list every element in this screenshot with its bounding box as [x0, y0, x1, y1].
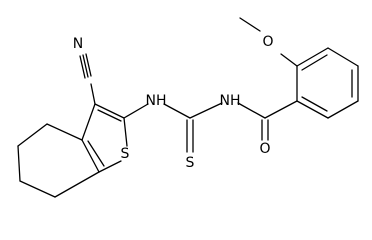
atom-labels: N NH NH S S O O: [73, 34, 274, 171]
thiophene-c2-s-bond: [123, 117, 128, 147]
bond-lines: [17, 17, 359, 198]
methoxy-o-label: O: [262, 34, 273, 50]
thiophene-c3-c2-double: [97, 109, 122, 122]
methoxy-o-to-methyl-bond: [239, 17, 261, 32]
nh2-to-carbonyl-bond: [237, 102, 266, 119]
chemical-structure: N NH NH S S O O: [17, 17, 359, 198]
thiophene-c7a-c3a-bond: [81, 139, 100, 173]
benzene-bond-2: [296, 47, 329, 67]
benzene-bond-5: [327, 100, 359, 119]
thiocarbonyl-to-nh2-bond: [189, 102, 223, 119]
benzene-bond-6-double: [301, 96, 328, 112]
thiophene-s-c7a-bond: [98, 160, 122, 173]
ring-s-label: S: [121, 146, 130, 162]
cyclohexene-bond-2: [17, 123, 48, 147]
thiophene-c3a-c3-bond: [81, 103, 96, 141]
nh1-to-thiocarbonyl-bond: [163, 103, 191, 119]
thioamide-s-label: S: [186, 155, 195, 171]
carbonyl-o-label: O: [259, 141, 270, 157]
cyclohexene-bond-4: [19, 180, 56, 198]
cyclohexene-bond-3: [17, 145, 21, 182]
aryl-to-methoxy-o-bond: [280, 53, 298, 67]
cyano-n-label: N: [73, 36, 83, 52]
ring-to-nh1-bond: [123, 103, 149, 119]
thiophene-c7a-c3a-double: [87, 140, 105, 167]
cyclohexene-bond-5: [54, 171, 100, 198]
benzene-bond-3: [327, 47, 359, 67]
cyano-to-ring-bond: [90, 83, 96, 105]
thiophene-c3-c2-bond: [94, 103, 125, 119]
cyclohexene-bond-1: [46, 123, 83, 141]
nh-label-2: NH: [220, 93, 241, 109]
benzene-bond-2-double: [301, 54, 328, 71]
cyano-triple-bond-a: [82, 54, 89, 78]
carbonyl-to-aryl-bond: [264, 100, 298, 119]
benzene-bond-6: [296, 100, 329, 119]
cyano-triple-bond-c: [79, 55, 86, 79]
cyano-triple-bond-b: [85, 53, 92, 77]
nh-label-1: NH: [146, 93, 167, 109]
